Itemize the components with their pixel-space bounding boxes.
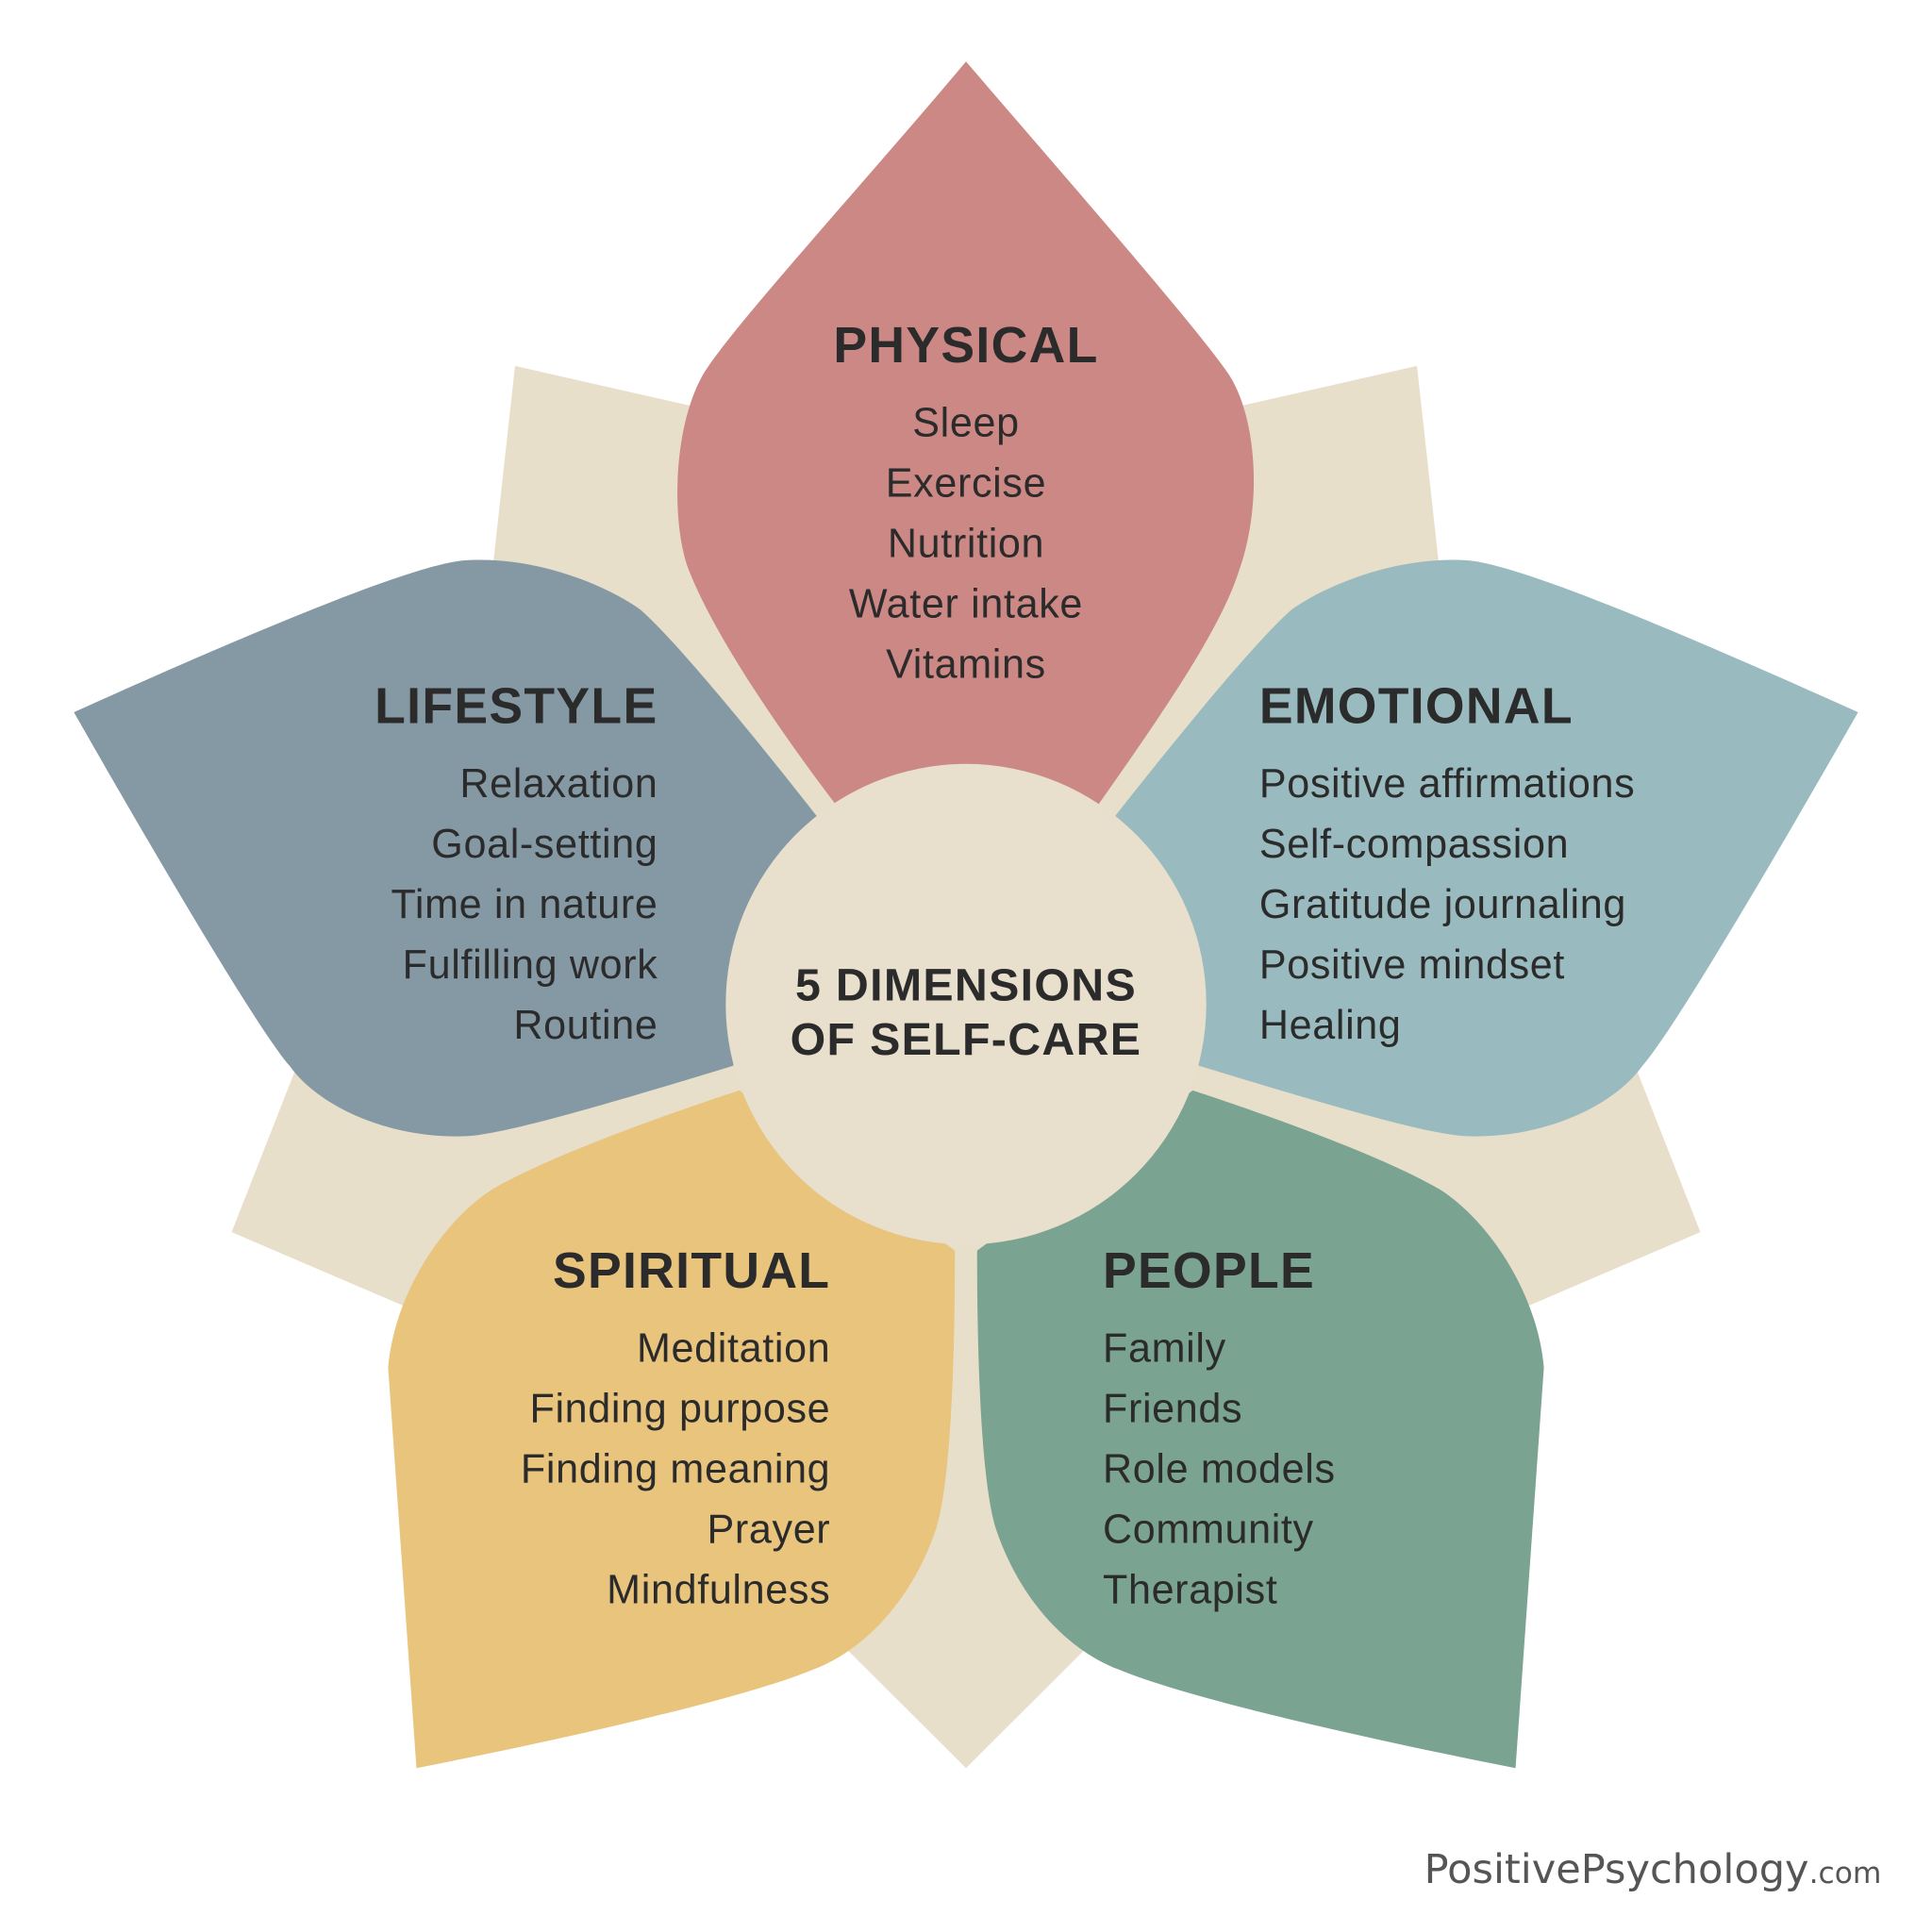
- people-item: Role models: [1103, 1446, 1336, 1491]
- emotional-item: Self-compassion: [1259, 822, 1569, 867]
- petal-lifestyle: [74, 559, 820, 1137]
- lifestyle-item: Relaxation: [459, 761, 658, 807]
- lifestyle-item: Time in nature: [391, 882, 658, 927]
- emotional-item: Healing: [1259, 1003, 1402, 1048]
- petal-emotional: [1112, 559, 1858, 1137]
- center-circle: [725, 763, 1207, 1245]
- spiritual-item: Finding meaning: [521, 1446, 830, 1491]
- emotional-item: Gratitude journaling: [1259, 882, 1626, 927]
- brand-logo-main: PositivePsychology: [1424, 1846, 1809, 1893]
- spiritual-title: SPIRITUAL: [553, 1243, 830, 1299]
- people-item: Family: [1103, 1325, 1226, 1371]
- lifestyle-item: Fulfilling work: [403, 942, 658, 988]
- spiritual-item: Meditation: [637, 1325, 830, 1371]
- brand-logo: PositivePsychology.com: [1424, 1846, 1882, 1893]
- people-title: PEOPLE: [1103, 1243, 1315, 1299]
- physical-item: Vitamins: [886, 641, 1046, 687]
- physical-title: PHYSICAL: [833, 318, 1098, 374]
- emotional-title: EMOTIONAL: [1259, 679, 1574, 735]
- emotional-item: Positive affirmations: [1259, 761, 1636, 807]
- spiritual-item: Mindfulness: [607, 1567, 830, 1612]
- center-title-line2: OF SELF-CARE: [791, 1014, 1142, 1065]
- petal-physical: [677, 61, 1255, 808]
- center-title-line1: 5 DIMENSIONS: [795, 960, 1137, 1011]
- petal-spiritual: [388, 1090, 956, 1769]
- people-item: Therapist: [1103, 1567, 1278, 1612]
- people-item: Community: [1103, 1507, 1314, 1552]
- physical-item: Nutrition: [888, 521, 1044, 566]
- physical-item: Exercise: [886, 460, 1046, 506]
- people-item: Friends: [1103, 1386, 1242, 1431]
- lifestyle-item: Goal-setting: [431, 822, 658, 867]
- spiritual-item: Finding purpose: [529, 1386, 830, 1431]
- lifestyle-item: Routine: [513, 1003, 658, 1048]
- lifestyle-title: LIFESTYLE: [375, 679, 658, 735]
- physical-item: Water intake: [849, 581, 1083, 626]
- petal-people: [976, 1090, 1544, 1769]
- brand-logo-suffix: .com: [1809, 1857, 1882, 1890]
- physical-item: Sleep: [912, 400, 1019, 445]
- spiritual-item: Prayer: [707, 1507, 830, 1552]
- emotional-item: Positive mindset: [1259, 942, 1565, 988]
